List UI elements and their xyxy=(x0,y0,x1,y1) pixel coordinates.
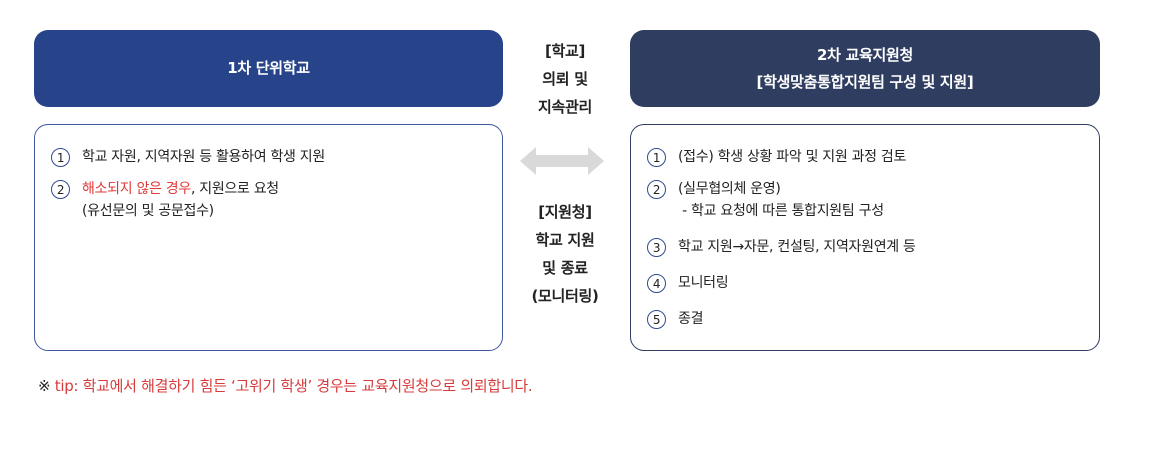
step-subtext: (유선문의 및 공문접수) xyxy=(82,203,214,219)
step-subtext: - 학교 요청에 따른 통합지원팀 구성 xyxy=(678,203,884,219)
stage2-office-header: 2차 교육지원청 [학생맞춤통합지원팀 구성 및 지원] xyxy=(630,30,1100,107)
step-text: (실무협의체 운영) xyxy=(678,181,781,197)
step-text: 모니터링 xyxy=(678,275,729,291)
double-arrow-icon xyxy=(520,147,604,175)
tip-note: ※ tip: 학교에서 해결하기 힘든 ‘고위기 학생’ 경우는 교육지원청으로… xyxy=(38,375,533,396)
circled-number-icon: 5 xyxy=(647,310,666,329)
circled-number-icon: 3 xyxy=(647,238,666,257)
office-support-label: [지원청] 학교 지원 및 종료 (모니터링) xyxy=(531,203,599,305)
stage2-step-5: 5 종결 xyxy=(647,310,704,330)
circled-number-icon: 2 xyxy=(51,180,70,199)
circled-number-icon: 1 xyxy=(51,148,70,167)
stage2-step-3: 3 학교 지원→자문, 컨설팅, 지역자원연계 등 xyxy=(647,238,916,258)
step-text: 학교 자원, 지역자원 등 활용하여 학생 지원 xyxy=(82,149,325,165)
stage1-details-box: 1 학교 자원, 지역자원 등 활용하여 학생 지원 2 해소되지 않은 경우,… xyxy=(34,124,503,351)
tip-text: tip: 학교에서 해결하기 힘든 ‘고위기 학생’ 경우는 교육지원청으로 의… xyxy=(50,377,533,395)
school-referral-label: [학교] 의뢰 및 지속관리 xyxy=(537,42,592,116)
circled-number-icon: 1 xyxy=(647,148,666,167)
step-text: , 지원으로 요청 xyxy=(190,181,279,197)
stage2-title: 2차 교육지원청 xyxy=(816,45,914,64)
step-text: (접수) 학생 상황 파악 및 지원 과정 검토 xyxy=(678,149,907,165)
stage1-step-1: 1 학교 자원, 지역자원 등 활용하여 학생 지원 xyxy=(51,148,325,168)
stage2-subtitle: [학생맞춤통합지원팀 구성 및 지원] xyxy=(756,72,974,91)
stage2-step-2: 2 (실무협의체 운영) - 학교 요청에 따른 통합지원팀 구성 xyxy=(647,180,884,222)
circled-number-icon: 4 xyxy=(647,274,666,293)
step-text: 학교 지원→자문, 컨설팅, 지역자원연계 등 xyxy=(678,239,916,255)
stage1-step-2: 2 해소되지 않은 경우, 지원으로 요청 (유선문의 및 공문접수) xyxy=(51,180,279,222)
stage2-step-1: 1 (접수) 학생 상황 파악 및 지원 과정 검토 xyxy=(647,148,907,168)
reference-mark-icon: ※ xyxy=(38,377,51,395)
stage1-school-header: 1차 단위학교 xyxy=(34,30,503,107)
step-text: 종결 xyxy=(678,311,704,327)
highlight-text: 해소되지 않은 경우 xyxy=(82,181,191,197)
stage1-title: 1차 단위학교 xyxy=(227,59,310,77)
stage2-details-box: 1 (접수) 학생 상황 파악 및 지원 과정 검토 2 (실무협의체 운영) … xyxy=(630,124,1100,351)
stage2-step-4: 4 모니터링 xyxy=(647,274,729,294)
circled-number-icon: 2 xyxy=(647,180,666,199)
